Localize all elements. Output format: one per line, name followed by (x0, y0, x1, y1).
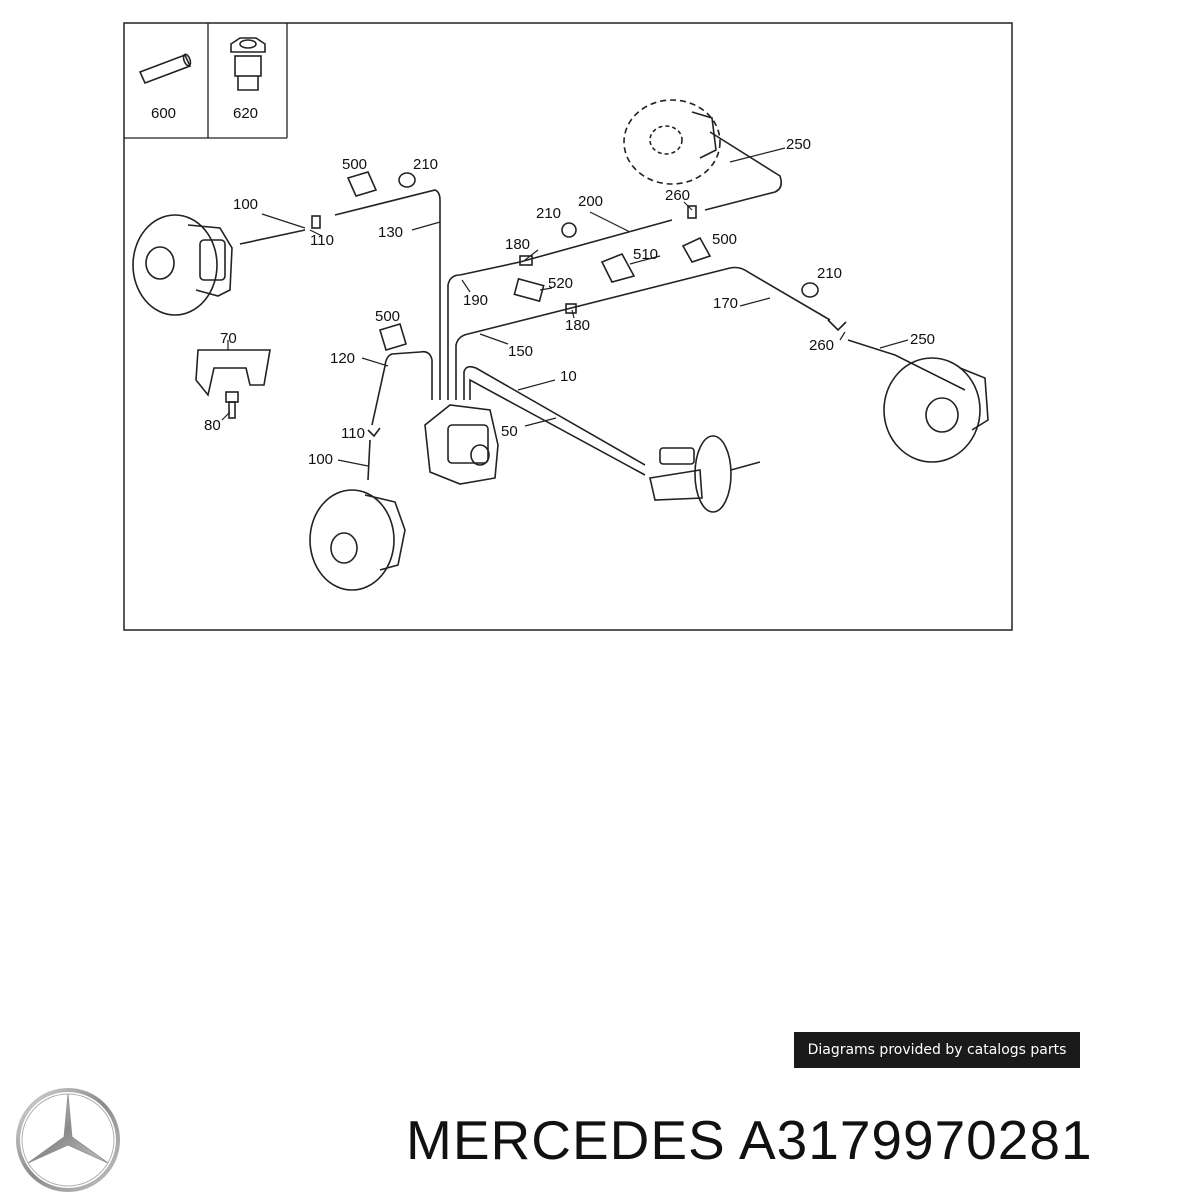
callout-110b: 110 (341, 425, 365, 442)
callout-100b: 100 (308, 451, 333, 468)
callout-250a: 250 (786, 136, 811, 153)
callout-10: 10 (560, 368, 577, 385)
holder-510-icon (600, 252, 636, 283)
rear-right-brake-disc-icon (883, 357, 989, 463)
callout-170: 170 (713, 295, 738, 312)
callout-110a: 110 (310, 232, 334, 249)
callout-210a: 210 (413, 156, 438, 173)
callout-260a: 260 (665, 187, 690, 204)
callout-100a: 100 (233, 196, 258, 213)
callout-520: 520 (548, 275, 573, 292)
callout-250b: 250 (910, 331, 935, 348)
callout-70: 70 (220, 330, 237, 347)
callout-130: 130 (378, 224, 403, 241)
front-left-brake-disc-icon (132, 214, 233, 316)
grommet-210c-icon (801, 282, 819, 298)
callout-120: 120 (330, 350, 355, 367)
diagram-frame (123, 22, 1013, 631)
clip-110b-icon (367, 427, 381, 438)
abs-hydraulic-unit-icon (424, 404, 499, 485)
holder-500a-icon (346, 171, 378, 197)
grommet-210b-icon (561, 222, 577, 238)
master-cylinder-booster-icon (649, 435, 761, 513)
front-right-brake-disc-icon (309, 489, 406, 591)
holder-500b-icon (681, 236, 712, 263)
bracket-70-icon (195, 349, 271, 397)
callout-500c: 500 (375, 308, 400, 325)
callout-500a: 500 (342, 156, 367, 173)
callout-50: 50 (501, 423, 518, 440)
brand-part-number: MERCEDES A3179970281 (406, 1108, 1093, 1172)
inset-label-600: 600 (151, 105, 176, 122)
callout-150: 150 (508, 343, 533, 360)
rear-left-brake-disc-icon (623, 99, 721, 185)
callout-510: 510 (633, 246, 658, 263)
callout-210c: 210 (817, 265, 842, 282)
clip-260b-icon (827, 319, 847, 332)
inset-parts-box (124, 23, 288, 139)
sleeve-600-icon (138, 53, 192, 85)
clip-180a-icon (519, 255, 533, 266)
brake-pipes (239, 131, 966, 481)
leader-lines (221, 147, 909, 467)
callout-80: 80 (204, 417, 221, 434)
callout-200: 200 (578, 193, 603, 210)
callout-180b: 180 (565, 317, 590, 334)
clip-260a-icon (687, 205, 697, 219)
bolt-80-icon (225, 391, 239, 419)
part-number: A3179970281 (738, 1109, 1093, 1171)
grommet-210a-icon (398, 172, 416, 188)
callout-190: 190 (463, 292, 488, 309)
holder-500c-icon (379, 323, 407, 351)
connector-520-icon (513, 277, 545, 303)
nut-620-icon (230, 37, 266, 91)
clip-110a-icon (311, 215, 321, 229)
callout-500b: 500 (712, 231, 737, 248)
callout-260b: 260 (809, 337, 834, 354)
credit-banner: Diagrams provided by catalogs parts (794, 1032, 1080, 1068)
callout-180a: 180 (505, 236, 530, 253)
mercedes-star-icon (16, 1088, 120, 1192)
callout-210b: 210 (536, 205, 561, 222)
brake-lines-diagram: 600 620 (123, 22, 1013, 631)
inset-label-620: 620 (233, 105, 258, 122)
brand-name: MERCEDES (406, 1109, 726, 1171)
